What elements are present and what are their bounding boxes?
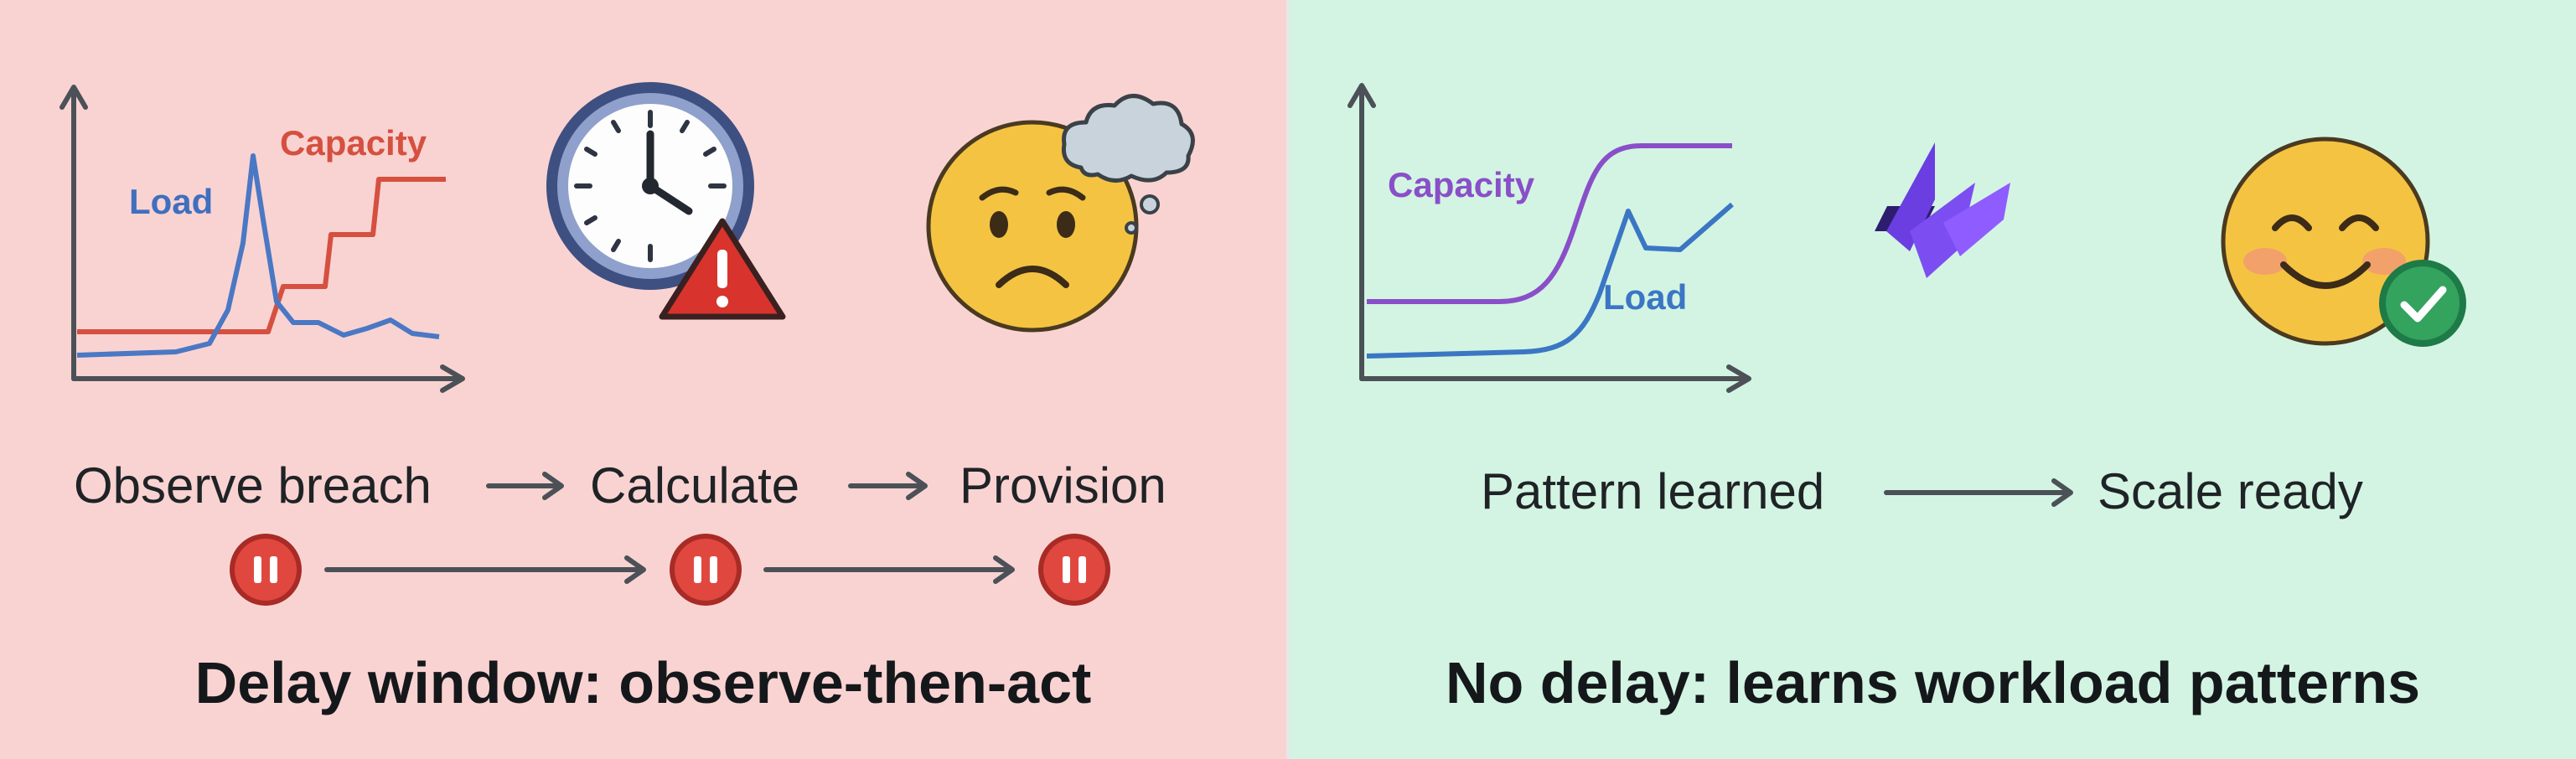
right-capacity-line: [1367, 143, 1732, 304]
pause-icon: [670, 534, 742, 606]
right-chart-axes: [1347, 83, 1751, 393]
smiling-face-icon: [2221, 137, 2430, 346]
pause-icon: [230, 534, 302, 606]
pause-icon: [1038, 534, 1110, 606]
reactive-panel: Load Capacity Observe breach Calculate P…: [0, 0, 1286, 759]
right-capacity-label: Capacity: [1388, 165, 1535, 204]
warning-icon: [659, 218, 786, 320]
clock-icon: [546, 82, 754, 290]
flow-step-calculate: Calculate: [590, 457, 800, 514]
right-load-line: [1366, 202, 1734, 359]
right-load-label: Load: [1603, 277, 1688, 317]
brand-logo-icon: [1875, 142, 2010, 278]
right-flow-arrow: [1884, 478, 2073, 507]
predictive-panel: Capacity Load Pattern learned Scale read…: [1290, 0, 2576, 759]
flow-step-scale-ready: Scale ready: [2098, 463, 2363, 519]
left-capacity-line: [77, 177, 446, 334]
reactive-panel-graphics: [59, 82, 1195, 606]
predictive-panel-graphics: [1347, 83, 2466, 507]
checkmark-badge-icon: [2379, 260, 2466, 347]
left-load-line: [76, 153, 440, 358]
left-load-label: Load: [129, 182, 214, 221]
flow-step-provision: Provision: [960, 457, 1166, 514]
left-flow-arrows: [324, 472, 1015, 584]
thought-bubble-icon: [1061, 94, 1195, 235]
left-capacity-label: Capacity: [280, 123, 427, 163]
left-caption: Delay window: observe-then-act: [194, 650, 1092, 715]
panel-divider: [1286, 0, 1290, 759]
flow-step-observe: Observe breach: [74, 457, 432, 514]
left-chart-axes: [59, 85, 465, 393]
flow-step-pattern-learned: Pattern learned: [1481, 463, 1825, 519]
right-caption: No delay: learns workload patterns: [1445, 650, 2421, 715]
